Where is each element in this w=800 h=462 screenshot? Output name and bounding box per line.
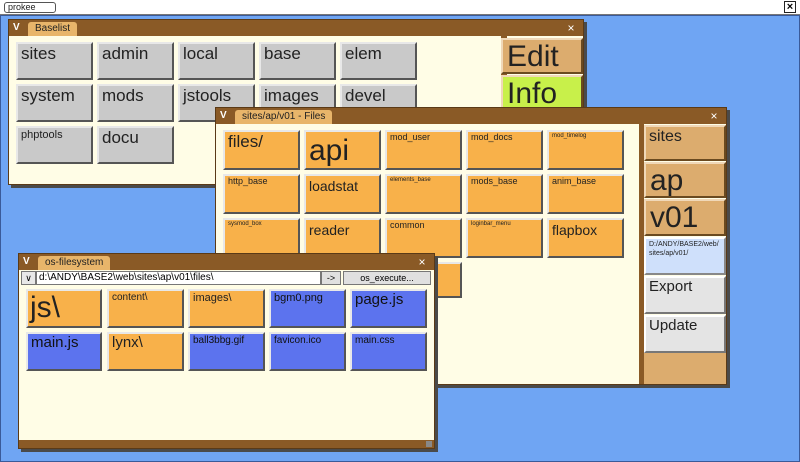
files-item-http-base[interactable]: http_base: [223, 174, 300, 214]
info-button[interactable]: Info: [501, 75, 583, 111]
osfs-title: os-filesystem: [38, 256, 111, 270]
app-close-icon[interactable]: ×: [784, 1, 796, 13]
baselist-item-sites[interactable]: sites: [16, 42, 93, 80]
files-divider: [639, 124, 644, 384]
breadcrumb-sites[interactable]: sites: [644, 125, 726, 161]
files-item-mod-timelog[interactable]: mod_timelog: [547, 130, 624, 170]
app-title: prokee: [4, 2, 56, 13]
baselist-close-icon[interactable]: ×: [567, 21, 575, 35]
osfs-file-favicon[interactable]: favicon.ico: [269, 332, 346, 371]
update-button[interactable]: Update: [644, 315, 726, 353]
osfs-titlebar[interactable]: V os-filesystem ×: [19, 254, 434, 270]
baselist-item-elem[interactable]: elem: [340, 42, 417, 80]
files-item-mod-docs[interactable]: mod_docs: [466, 130, 543, 170]
files-item-flapbox[interactable]: flapbox: [547, 218, 624, 258]
osfs-file-main-js[interactable]: main.js: [26, 332, 102, 371]
files-item-mods-base[interactable]: mods_base: [466, 174, 543, 214]
files-item-loginbar-menu[interactable]: loginbar_menu: [466, 218, 543, 258]
files-item-reader[interactable]: reader: [304, 218, 381, 258]
window-logo-icon[interactable]: V: [220, 110, 227, 121]
export-button[interactable]: Export: [644, 276, 726, 314]
osfs-folder-images[interactable]: images\: [188, 289, 265, 328]
files-title: sites/ap/v01 - Files: [235, 110, 333, 124]
osfs-file-page-js[interactable]: page.js: [350, 289, 427, 328]
app-titlebar: [0, 0, 800, 15]
breadcrumb-ap[interactable]: ap: [644, 162, 726, 198]
window-logo-icon[interactable]: V: [13, 22, 20, 33]
baselist-titlebar[interactable]: V Baselist ×: [9, 20, 583, 36]
osfs-close-icon[interactable]: ×: [418, 255, 426, 269]
osfs-file-ball3bbg[interactable]: ball3bbg.gif: [188, 332, 265, 371]
osfs-file-main-css[interactable]: main.css: [350, 332, 427, 371]
files-item-elements-base[interactable]: elements_base: [385, 174, 462, 214]
osfs-folder-content[interactable]: content\: [107, 289, 184, 328]
os-execute-button[interactable]: os_execute...: [343, 271, 431, 285]
baselist-item-system[interactable]: system: [16, 84, 93, 122]
files-item-common[interactable]: common: [385, 218, 462, 258]
baselist-item-phptools[interactable]: phptools: [16, 126, 93, 164]
path-input[interactable]: d:\ANDY\BASE2\web\sites\ap\v01\files\: [36, 271, 321, 285]
baselist-item-local[interactable]: local: [178, 42, 255, 80]
baselist-item-base[interactable]: base: [259, 42, 336, 80]
window-logo-icon[interactable]: V: [23, 256, 30, 267]
baselist-item-admin[interactable]: admin: [97, 42, 174, 80]
osfs-statusbar: [19, 440, 434, 448]
baselist-title: Baselist: [28, 22, 78, 36]
edit-button[interactable]: Edit: [501, 38, 583, 74]
files-item-anim-base[interactable]: anim_base: [547, 174, 624, 214]
files-titlebar[interactable]: V sites/ap/v01 - Files ×: [216, 108, 726, 124]
osfs-window: V os-filesystem × ∨ d:\ANDY\BASE2\web\si…: [18, 253, 435, 449]
files-side-filler: [644, 353, 726, 384]
files-item-loadstat[interactable]: loadstat: [304, 174, 381, 214]
dropdown-icon[interactable]: ∨: [21, 271, 36, 285]
osfs-file-bgm0[interactable]: bgm0.png: [269, 289, 346, 328]
files-item-files[interactable]: files/: [223, 130, 300, 170]
go-button[interactable]: ->: [321, 271, 341, 285]
osfs-folder-js[interactable]: js\: [26, 289, 102, 328]
baselist-item-docu[interactable]: docu: [97, 126, 174, 164]
baselist-item-mods[interactable]: mods: [97, 84, 174, 122]
files-item-mod-user[interactable]: mod_user: [385, 130, 462, 170]
osfs-folder-lynx[interactable]: lynx\: [107, 332, 184, 371]
files-path-display: D:/ANDY/BASE2/web/sites/ap/v01/: [644, 237, 726, 275]
files-close-icon[interactable]: ×: [710, 109, 718, 123]
files-item-sysmod-box[interactable]: sysmod_box: [223, 218, 300, 258]
files-item-api[interactable]: api: [304, 130, 381, 170]
breadcrumb-v01[interactable]: v01: [644, 199, 726, 236]
resize-grip-icon[interactable]: [426, 441, 432, 447]
